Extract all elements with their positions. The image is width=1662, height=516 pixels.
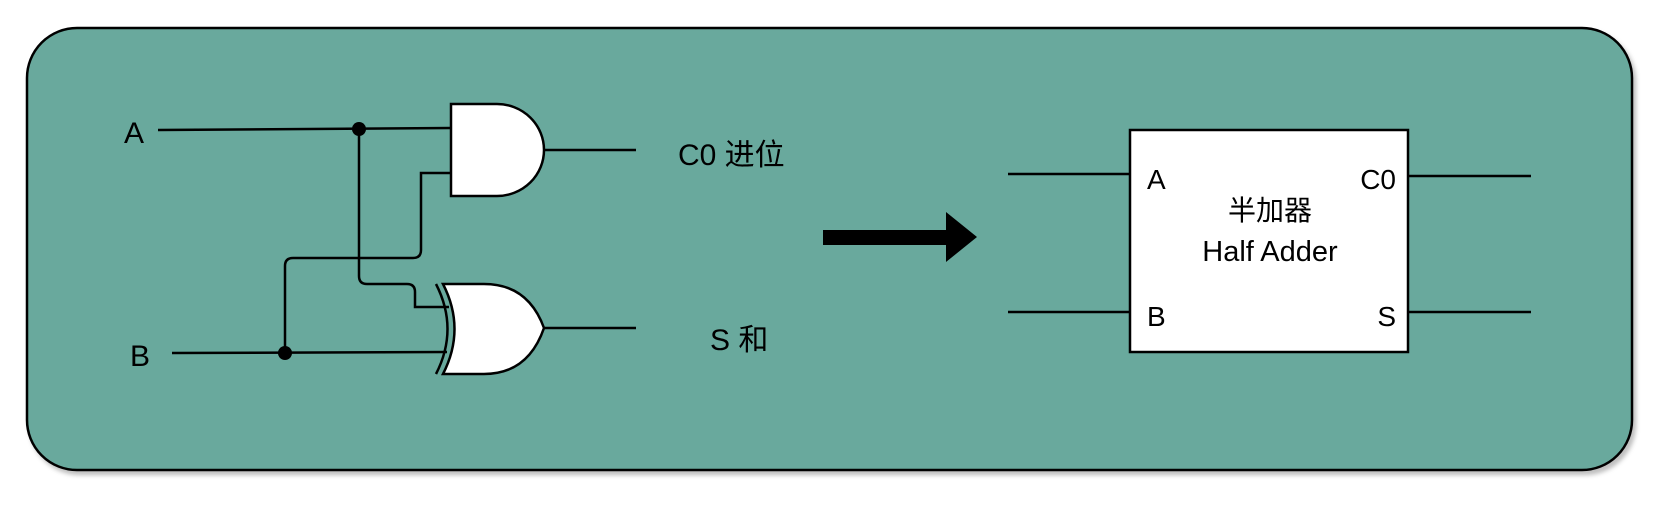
block-port-c0: C0 [1360, 164, 1396, 195]
block-wires [1008, 172, 1531, 314]
right-arrow-icon [823, 212, 977, 262]
block-port-s: S [1377, 301, 1396, 332]
label-carry-output: C0 进位 [678, 139, 785, 172]
wire-b-to-and [283, 171, 451, 352]
label-input-a: A [124, 117, 144, 150]
wire-a [157, 126, 452, 132]
junction-b [278, 346, 292, 360]
label-input-b: B [130, 340, 150, 373]
wires [157, 126, 636, 355]
xor-gate-extra-arc [434, 283, 449, 375]
block-title-cn: 半加器 [1228, 195, 1312, 226]
label-sum-output: S 和 [710, 324, 768, 357]
wire-b [171, 350, 448, 355]
block-port-b: B [1147, 301, 1166, 332]
block-port-a: A [1147, 164, 1166, 195]
and-gate [449, 102, 546, 198]
half-adder-block [1128, 128, 1410, 354]
wire-a-to-xor [357, 128, 449, 309]
xor-gate [440, 282, 546, 376]
block-title-en: Half Adder [1202, 236, 1338, 268]
junction-a [352, 122, 366, 136]
